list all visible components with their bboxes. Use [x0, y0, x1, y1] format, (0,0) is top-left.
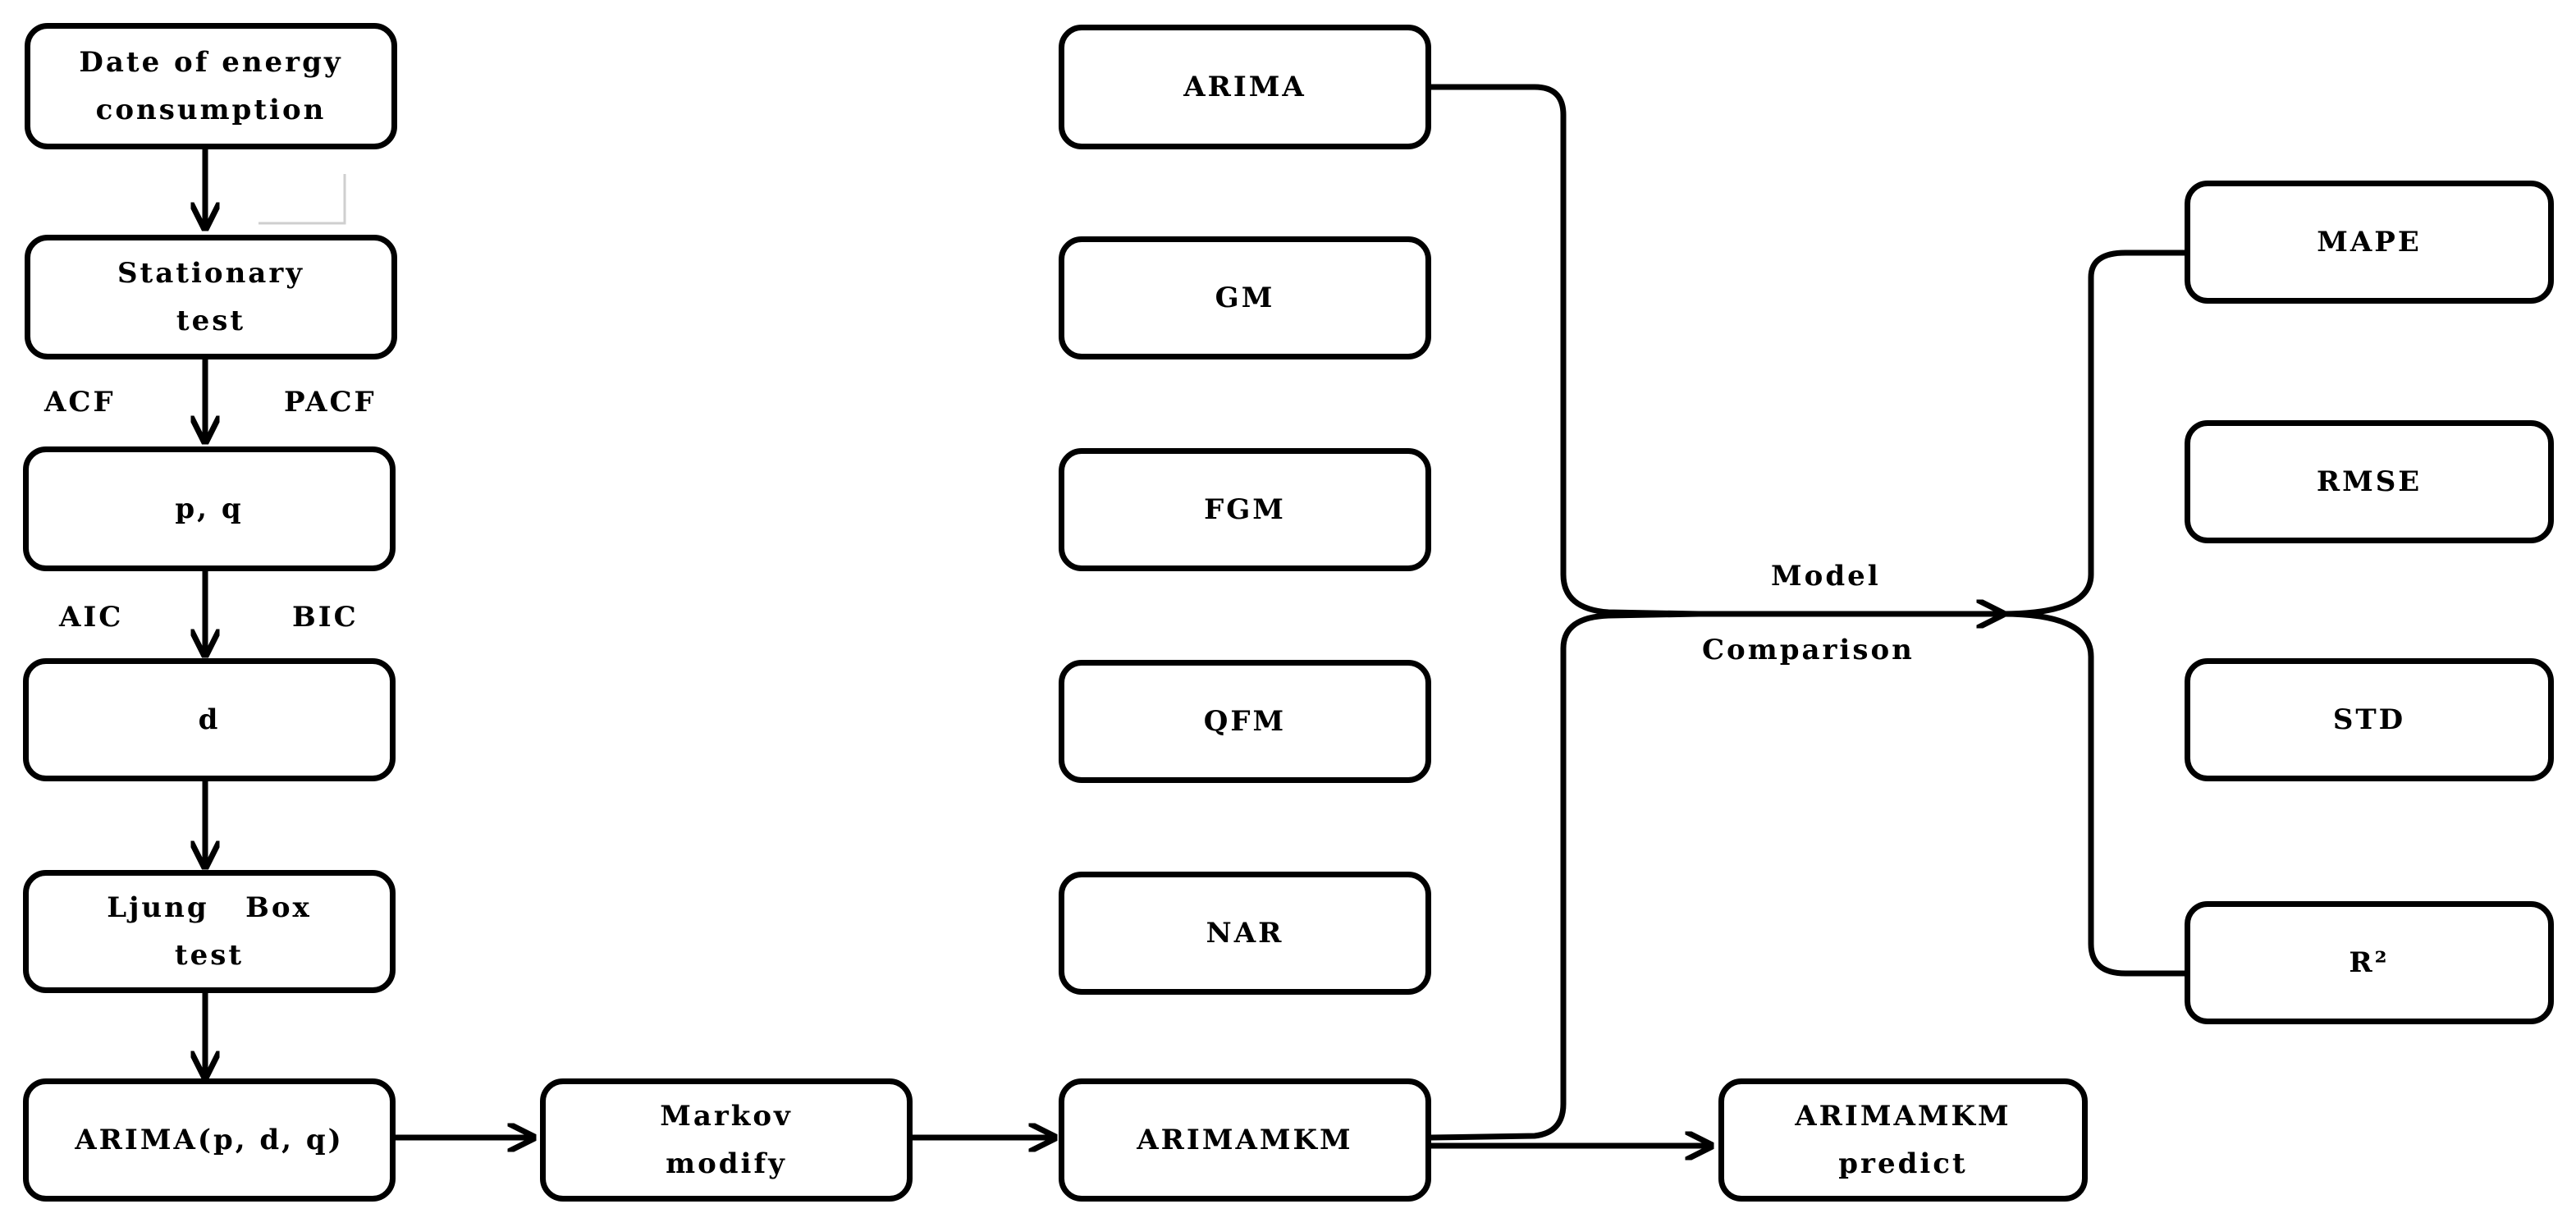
arimamkm-predict-line-1: ARIMAMKM [1795, 1100, 2011, 1133]
d-box: d [23, 658, 396, 781]
nar-box: NAR [1059, 872, 1431, 995]
d-label: d [198, 703, 221, 736]
bracket-to-mape [1999, 250, 2188, 617]
ljung-box-test-box: Ljung Box test [23, 870, 396, 993]
std-box: STD [2185, 658, 2554, 781]
fgm-label: FGM [1204, 493, 1286, 526]
arima-box: ARIMA [1059, 25, 1431, 149]
pacf-label: PACF [284, 386, 377, 419]
bracket-arima-to-comparison [1428, 84, 1702, 617]
markov-modify-line-2: modify [666, 1147, 787, 1180]
qfm-box: QFM [1059, 660, 1431, 783]
gm-label: GM [1215, 282, 1275, 314]
arima-label: ARIMA [1183, 71, 1306, 103]
mape-label: MAPE [2317, 226, 2422, 259]
model-comparison-line-2: Comparison [1702, 634, 1915, 666]
bic-label: BIC [292, 601, 359, 634]
rmse-box: RMSE [2185, 420, 2554, 543]
acf-label: ACF [44, 386, 116, 419]
stationary-test-line-1: Stationary [117, 257, 304, 290]
mape-box: MAPE [2185, 181, 2554, 304]
std-label: STD [2332, 703, 2406, 736]
nar-label: NAR [1206, 917, 1284, 950]
stationary-test-line-2: test [176, 304, 246, 337]
energy-data-box: Date of energy consumption [25, 23, 397, 149]
r2-box: R² [2185, 901, 2554, 1024]
ljung-box-line-2: test [174, 939, 245, 972]
arimamkm-box: ARIMAMKM [1059, 1078, 1431, 1202]
energy-data-line-2: consumption [95, 94, 327, 126]
stationary-test-box: Stationary test [25, 235, 397, 359]
aic-label: AIC [59, 601, 124, 634]
arimamkm-label: ARIMAMKM [1137, 1124, 1353, 1156]
pq-box: p, q [23, 446, 396, 571]
ljung-box-line-1: Ljung Box [107, 891, 312, 924]
arimamkm-predict-box: ARIMAMKM predict [1718, 1078, 2088, 1202]
arima-pdq-label: ARIMA(p, d, q) [75, 1124, 344, 1156]
faint-bracket [259, 174, 346, 225]
model-comparison-line-1: Model [1771, 560, 1881, 593]
markov-modify-box: Markov modify [540, 1078, 913, 1202]
markov-modify-line-1: Markov [660, 1100, 793, 1133]
r2-label: R² [2349, 946, 2390, 979]
rmse-label: RMSE [2316, 465, 2423, 498]
energy-data-line-1: Date of energy [79, 46, 343, 79]
arimamkm-predict-line-2: predict [1838, 1147, 1968, 1180]
arima-pdq-box: ARIMA(p, d, q) [23, 1078, 396, 1202]
bracket-to-r2 [1999, 611, 2188, 977]
gm-box: GM [1059, 236, 1431, 359]
bracket-arimamkm-to-comparison [1428, 611, 1702, 1141]
qfm-label: QFM [1203, 705, 1287, 738]
pq-label: p, q [175, 492, 244, 525]
fgm-box: FGM [1059, 448, 1431, 571]
